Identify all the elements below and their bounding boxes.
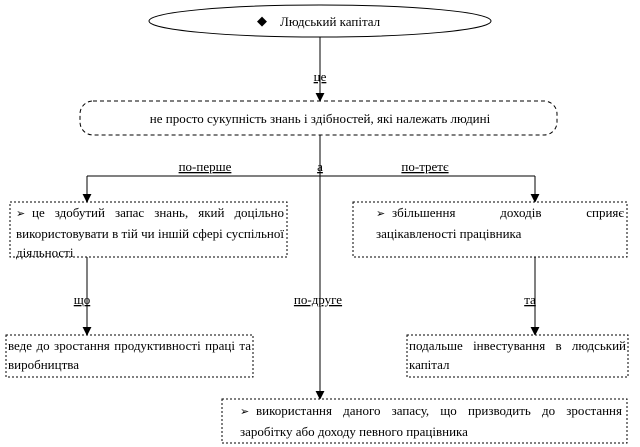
root-bullet: ◆ bbox=[257, 13, 267, 28]
second-text: використання даного запасу, що призводит… bbox=[240, 403, 622, 439]
third-result-box bbox=[406, 334, 629, 378]
label-po-pershe: по-перше bbox=[179, 159, 232, 174]
label-po-druhe: по-друге bbox=[294, 292, 342, 307]
third-result-label: подальше інвестування в людський капітал bbox=[409, 338, 626, 372]
label-tse: це bbox=[314, 69, 327, 84]
first-bullet-icon: ➢ bbox=[16, 208, 26, 220]
first-result-box bbox=[5, 334, 254, 378]
first-result-text: веде до зростання продуктивності праці т… bbox=[7, 336, 252, 374]
label-po-tretie: по-третє bbox=[401, 159, 449, 174]
label-ta: та bbox=[524, 292, 536, 307]
second-box bbox=[221, 398, 628, 444]
label-shcho: що bbox=[74, 292, 91, 307]
second-box-text: ➢використання даного запасу, що призводи… bbox=[238, 401, 624, 441]
third-bullet-icon: ➢ bbox=[376, 208, 386, 220]
second-bullet-icon: ➢ bbox=[240, 406, 250, 418]
first-text: це здобутий запас знань, який доцільно в… bbox=[16, 205, 284, 260]
first-result-label: веде до зростання продуктивності праці т… bbox=[8, 338, 251, 372]
root-label: Людський капітал bbox=[280, 14, 381, 29]
first-box bbox=[9, 201, 288, 258]
third-box-text: ➢збільшення доходів сприяє зацікавленост… bbox=[374, 202, 626, 243]
label-a: а bbox=[317, 159, 323, 174]
third-result-text: подальше інвестування в людський капітал bbox=[408, 336, 627, 374]
third-text: збільшення доходів сприяє зацікавленості… bbox=[376, 205, 624, 241]
third-box bbox=[352, 201, 628, 258]
definition-box bbox=[79, 100, 558, 136]
definition-text: не просто сукупність знань і здібностей,… bbox=[150, 111, 491, 126]
first-box-text: ➢це здобутий запас знань, який доцільно … bbox=[14, 202, 286, 262]
